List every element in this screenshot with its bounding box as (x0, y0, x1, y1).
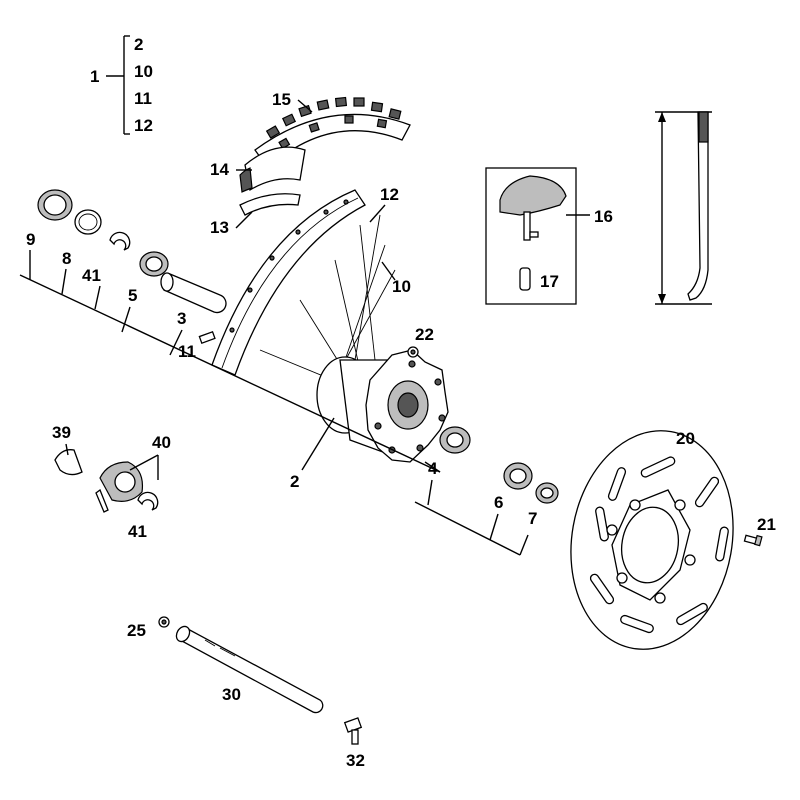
rim (211, 189, 366, 376)
label-3: 3 (177, 309, 186, 328)
label-10: 10 (392, 277, 411, 296)
inner-tube (244, 146, 306, 192)
assembly-line-upper (19, 274, 441, 473)
tire-assembly: 15 14 13 (210, 90, 411, 237)
label-14: 14 (210, 160, 229, 179)
label-7: 7 (528, 509, 537, 528)
part-30-axle (179, 627, 324, 714)
brake-disc-group: 20 21 (570, 429, 776, 650)
rim-tape (239, 193, 301, 216)
label-41b: 41 (128, 522, 147, 541)
label-17: 17 (540, 272, 559, 291)
label-15: 15 (272, 90, 291, 109)
label-9: 9 (26, 230, 35, 249)
lower-assembly-line: 4 6 7 (414, 426, 559, 556)
axle-group: 25 30 32 (127, 616, 365, 770)
label-21: 21 (757, 515, 776, 534)
label-39: 39 (52, 423, 71, 442)
label-40: 40 (152, 433, 171, 452)
part-22-nut: 22 (407, 325, 434, 358)
label-1-12: 12 (134, 116, 153, 135)
label-1-11: 11 (134, 89, 152, 108)
upper-assembly-line: 9 8 41 5 3 11 (19, 189, 441, 473)
label-30: 30 (222, 685, 241, 704)
part-17-valve-core (519, 267, 531, 291)
label-32: 32 (346, 751, 365, 770)
part-11-nipple (198, 330, 216, 344)
valve-stem (687, 111, 709, 301)
valve-box: 16 17 (485, 167, 613, 305)
part-3-spacer (163, 273, 227, 314)
part-41-circlip (109, 231, 131, 251)
part-16-valve-cap (499, 175, 567, 216)
hub: 2 (290, 349, 449, 491)
label-5: 5 (128, 286, 137, 305)
label-25: 25 (127, 621, 146, 640)
label-41a: 41 (82, 266, 101, 285)
valve-stem-dimension (655, 111, 712, 305)
label-20: 20 (676, 429, 695, 448)
label-16: 16 (594, 207, 613, 226)
part-39-retainer (54, 449, 83, 476)
rim-and-spokes: 12 10 (211, 185, 411, 386)
label-1: 1 (90, 67, 99, 86)
label-6: 6 (494, 493, 503, 512)
label-1-10: 10 (134, 62, 153, 81)
assembly-line-lower (414, 501, 521, 556)
label-12: 12 (380, 185, 399, 204)
tire (254, 113, 411, 169)
label-2: 2 (290, 472, 299, 491)
part-41-circlip-b (137, 491, 159, 511)
label-8: 8 (62, 249, 71, 268)
speedo-drive-group: 39 40 41 (52, 423, 171, 541)
label-11: 11 (178, 342, 196, 361)
label-13: 13 (210, 218, 229, 237)
label-22: 22 (415, 325, 434, 344)
label-1-2: 2 (134, 35, 143, 54)
label-4: 4 (428, 459, 438, 478)
kit-group-1: 1 2 10 11 12 (90, 35, 153, 135)
